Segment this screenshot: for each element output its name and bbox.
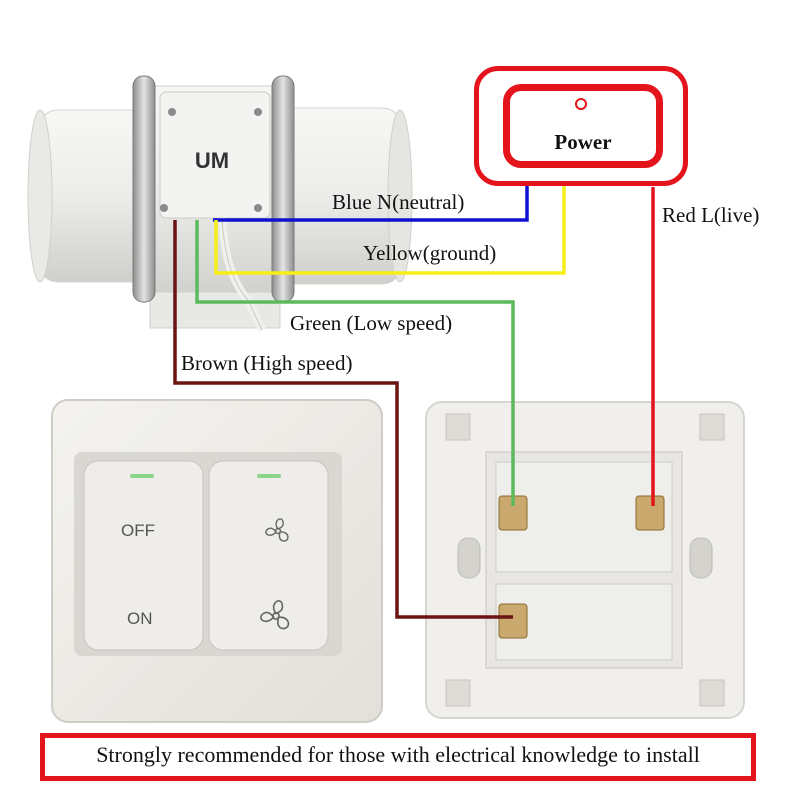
terminal-live [635,495,665,531]
power-inner-frame [503,84,663,168]
indicator-light-right [257,474,281,478]
installation-notice-box [40,733,756,781]
power-label: Power [554,130,612,154]
terminal-high-speed [498,603,528,639]
wire-ground [214,185,566,275]
wire-label-ground: Yellow(ground) [363,241,497,265]
installation-notice: Strongly recommended for those with elec… [96,742,700,767]
fan-low-icon [265,518,289,542]
wire-high-speed [173,220,513,619]
power-indicator-icon [575,98,587,110]
wire-label-neutral: Blue N(neutral) [332,190,465,214]
wire-neutral [213,185,529,222]
wire-label-low-speed: Green (Low speed) [290,311,453,335]
switch-off-label: OFF [121,521,155,540]
switch-key-left[interactable] [83,460,204,651]
wire-label-high-speed: Brown (High speed) [181,351,353,375]
switch-key-right[interactable] [208,460,329,651]
fan-high-icon [260,600,290,630]
switch-on-label: ON [127,609,153,628]
wall-switch-back [425,401,745,719]
wire-low-speed [195,220,515,506]
wall-switch-front [51,399,383,723]
wire-label-live: Red L(live) [662,203,760,227]
power-source-box [474,66,688,186]
indicator-light-left [130,474,154,478]
inline-duct-fan [27,75,413,332]
fan-brand-logo: UM [195,148,229,173]
